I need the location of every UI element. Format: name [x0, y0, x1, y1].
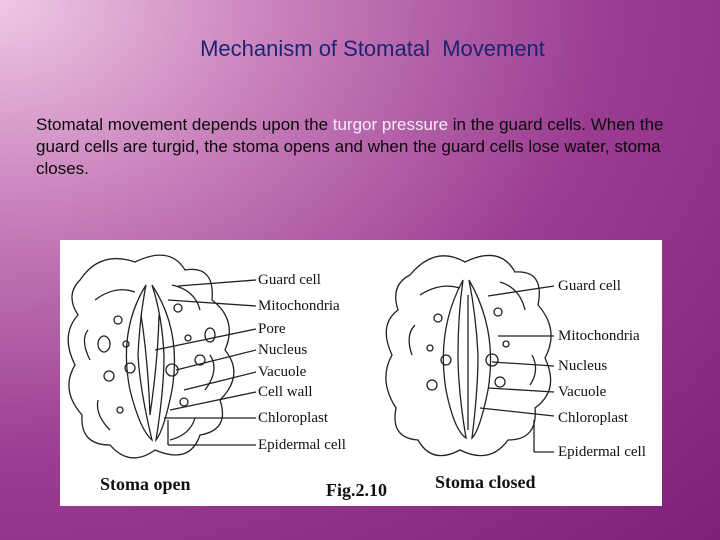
- label-open-epidermal-cell: Epidermal cell: [258, 437, 346, 453]
- body-text-start: Stomatal movement depends upon the: [36, 115, 333, 134]
- closed-leader-lines: [479, 285, 555, 453]
- open-leader-lines: [154, 279, 257, 446]
- stomata-figure: Guard cell Mitochondria Pore Nucleus Vac…: [60, 240, 662, 506]
- label-closed-nucleus: Nucleus: [558, 358, 607, 374]
- label-closed-guard-cell: Guard cell: [558, 278, 621, 294]
- caption-fig-number: Fig.2.10: [326, 480, 387, 500]
- label-open-cell-wall: Cell wall: [258, 384, 313, 400]
- label-open-nucleus: Nucleus: [258, 342, 307, 358]
- slide-title: Mechanism of Stomatal Movement: [200, 36, 545, 61]
- label-open-chloroplast: Chloroplast: [258, 410, 329, 426]
- label-closed-epidermal-cell: Epidermal cell: [558, 444, 646, 460]
- label-open-pore: Pore: [258, 321, 286, 337]
- caption-stoma-closed: Stoma closed: [435, 472, 536, 492]
- body-paragraph: Stomatal movement depends upon the turgo…: [36, 114, 676, 180]
- label-open-mitochondria: Mitochondria: [258, 298, 340, 314]
- label-closed-chloroplast: Chloroplast: [558, 410, 629, 426]
- stoma-open-drawing: [67, 254, 235, 459]
- caption-stoma-open: Stoma open: [100, 474, 191, 494]
- label-open-guard-cell: Guard cell: [258, 272, 321, 288]
- label-closed-mitochondria: Mitochondria: [558, 328, 640, 344]
- highlight-turgor-pressure: turgor pressure: [332, 115, 449, 134]
- label-open-vacuole: Vacuole: [258, 364, 307, 380]
- body-text-end: in the guard cells. When the guard cells…: [36, 115, 664, 178]
- label-closed-vacuole: Vacuole: [558, 384, 607, 400]
- stoma-closed-drawing: [385, 254, 552, 457]
